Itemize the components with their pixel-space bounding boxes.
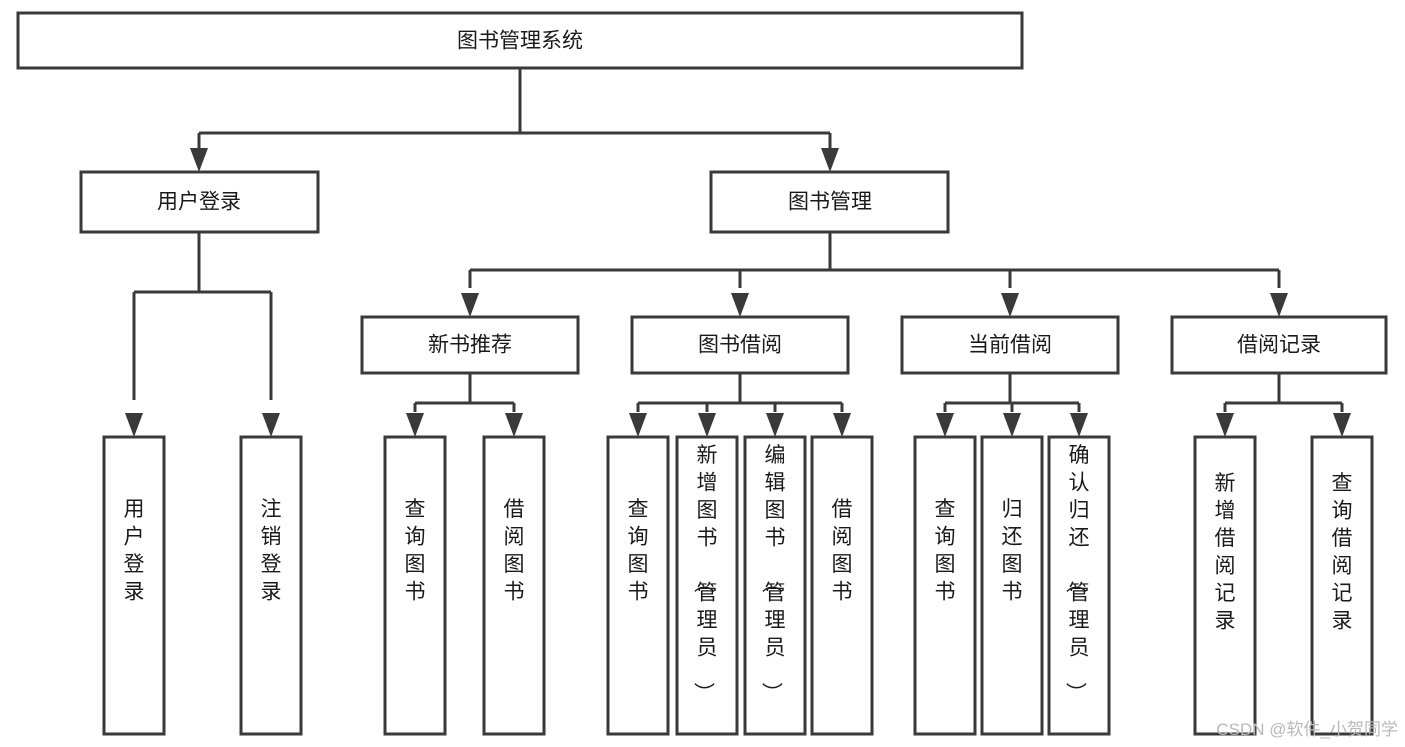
- arrow-to-leaf-user-logout: [262, 413, 280, 437]
- arrow-to-leaf-recommend-query-book: [406, 413, 424, 437]
- node-book-manage-box[interactable]: [709, 170, 950, 234]
- leaf-borrow-borrow-book-box[interactable]: [810, 435, 874, 736]
- node-user-login-box[interactable]: [79, 170, 320, 234]
- node-book-manage[interactable]: 图书管理: [709, 170, 950, 234]
- arrow-to-leaf-record-add: [1216, 413, 1234, 437]
- node-borrow-record-box[interactable]: [1170, 315, 1388, 375]
- arrow-to-leaf-current-return-book: [1003, 413, 1021, 437]
- leaf-current-confirm-return[interactable]: 确认归还（管理员）: [1047, 435, 1111, 736]
- leaf-record-query-box[interactable]: [1310, 435, 1374, 736]
- leaf-borrow-edit-book[interactable]: 编辑图书（管理员）: [743, 435, 807, 736]
- leaf-current-query-book-box[interactable]: [913, 435, 977, 736]
- leaf-recommend-query-book-box[interactable]: [383, 435, 447, 736]
- arrow-root-to-book-manage: [821, 148, 839, 172]
- node-current-borrow[interactable]: 当前借阅: [900, 315, 1120, 375]
- connector-group-borrow-record: [1216, 373, 1351, 437]
- leaf-borrow-query-book-label: 查询图书: [628, 498, 649, 604]
- csdn-watermark: CSDN @软件_小贺同学: [1216, 720, 1398, 739]
- leaf-borrow-query-book[interactable]: 查询图书: [606, 435, 670, 736]
- leaf-recommend-borrow-book-label: 借阅图书: [504, 498, 525, 604]
- node-user-login[interactable]: 用户登录: [79, 170, 320, 234]
- leaf-record-add-box[interactable]: [1193, 435, 1257, 736]
- leaf-record-query-label: 查询借阅记录: [1332, 472, 1353, 633]
- connector-group-user-login: [125, 232, 280, 437]
- arrow-to-leaf-current-query-book: [936, 413, 954, 437]
- arrow-to-leaf-user-login: [125, 413, 143, 437]
- arrow-to-new-book-recommend: [461, 293, 479, 317]
- leaf-current-confirm-return-label: 确认归还（管理员）: [1064, 444, 1090, 703]
- leaf-current-return-book-label: 归还图书: [1002, 498, 1023, 604]
- connector-group-book-borrow: [629, 373, 851, 437]
- leaf-user-logout-label: 注销登录: [261, 498, 282, 604]
- node-borrow-record[interactable]: 借阅记录: [1170, 315, 1388, 375]
- leaf-record-query[interactable]: 查询借阅记录: [1310, 435, 1374, 736]
- leaf-borrow-borrow-book-label: 借阅图书: [832, 498, 853, 604]
- arrow-to-leaf-borrow-query-book: [629, 413, 647, 437]
- leaf-borrow-add-book[interactable]: 新增图书（管理员）: [675, 435, 739, 736]
- arrow-to-leaf-borrow-add-book: [698, 413, 716, 437]
- node-book-borrow-label: 图书借阅: [698, 334, 782, 357]
- leaf-recommend-query-book[interactable]: 查询图书: [383, 435, 447, 736]
- node-new-book-recommend-label: 新书推荐: [428, 334, 512, 357]
- connector-group-new-book-recommend: [406, 373, 523, 437]
- connector-group-root: [190, 68, 839, 172]
- leaf-recommend-query-book-label: 查询图书: [405, 498, 426, 604]
- arrow-to-leaf-current-confirm-return: [1070, 413, 1088, 437]
- arrow-to-leaf-recommend-borrow-book: [505, 413, 523, 437]
- arrow-to-book-borrow: [731, 293, 749, 317]
- connector-group-book-manage: [461, 232, 1288, 317]
- leaf-user-login-label: 用户登录: [124, 498, 145, 604]
- leaf-record-add[interactable]: 新增借阅记录: [1193, 435, 1257, 736]
- node-root[interactable]: 图书管理系统: [16, 11, 1024, 70]
- leaf-borrow-edit-book-label: 编辑图书（管理员）: [760, 444, 786, 703]
- arrow-to-borrow-record: [1270, 293, 1288, 317]
- leaf-user-logout-box[interactable]: [239, 435, 303, 736]
- node-book-borrow[interactable]: 图书借阅: [630, 315, 850, 375]
- leaf-borrow-add-book-box[interactable]: [675, 435, 739, 736]
- node-current-borrow-label: 当前借阅: [968, 334, 1052, 357]
- connector-group-current-borrow: [936, 373, 1088, 437]
- leaf-borrow-borrow-book[interactable]: 借阅图书: [810, 435, 874, 736]
- node-root-label: 图书管理系统: [457, 30, 583, 53]
- leaf-user-login-box[interactable]: [102, 435, 166, 736]
- leaf-record-add-label: 新增借阅记录: [1215, 472, 1236, 633]
- arrow-to-leaf-borrow-borrow-book: [833, 413, 851, 437]
- node-current-borrow-box[interactable]: [900, 315, 1120, 375]
- leaf-borrow-query-book-box[interactable]: [606, 435, 670, 736]
- leaf-borrow-add-book-label: 新增图书（管理员）: [692, 444, 718, 703]
- arrow-to-leaf-borrow-edit-book: [766, 413, 784, 437]
- node-book-manage-label: 图书管理: [788, 191, 872, 214]
- arrow-to-current-borrow: [1001, 293, 1019, 317]
- leaf-borrow-edit-book-box[interactable]: [743, 435, 807, 736]
- leaf-current-query-book[interactable]: 查询图书: [913, 435, 977, 736]
- node-root-box[interactable]: [16, 11, 1024, 70]
- node-book-borrow-box[interactable]: [630, 315, 850, 375]
- leaf-user-logout[interactable]: 注销登录: [239, 435, 303, 736]
- leaf-current-query-book-label: 查询图书: [935, 498, 956, 604]
- leaf-recommend-borrow-book[interactable]: 借阅图书: [482, 435, 546, 736]
- arrow-to-leaf-record-query: [1333, 413, 1351, 437]
- leaf-current-return-book[interactable]: 归还图书: [980, 435, 1044, 736]
- leaf-current-confirm-return-box[interactable]: [1047, 435, 1111, 736]
- node-user-login-label: 用户登录: [157, 191, 241, 214]
- node-borrow-record-label: 借阅记录: [1237, 334, 1321, 357]
- leaf-recommend-borrow-book-box[interactable]: [482, 435, 546, 736]
- node-new-book-recommend[interactable]: 新书推荐: [360, 315, 580, 375]
- node-new-book-recommend-box[interactable]: [360, 315, 580, 375]
- leaf-user-login[interactable]: 用户登录: [102, 435, 166, 736]
- leaf-current-return-book-box[interactable]: [980, 435, 1044, 736]
- arrow-root-to-user-login: [190, 148, 208, 172]
